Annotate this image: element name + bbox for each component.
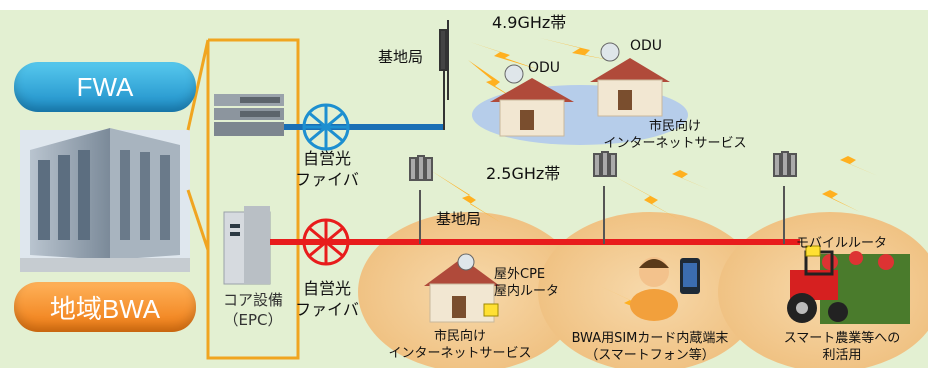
fwa-house-right [590, 42, 670, 117]
sim-device-label: BWA用SIMカード内蔵端末 （スマートフォン等） [571, 331, 729, 363]
core-equipment-label: コア設備 （EPC） [222, 291, 283, 329]
fiber-junction-red [302, 218, 350, 266]
smart-agri-tractor [787, 245, 910, 324]
regional-bwa-pill: 地域BWA [14, 282, 196, 332]
bwa-base-station-label: 基地局 [436, 210, 482, 228]
fwa-house-left [490, 64, 574, 137]
fwa-label: FWA [76, 71, 134, 102]
bwa-tower-2 [593, 151, 617, 244]
smartphone-user [630, 257, 700, 321]
regional-bwa-label: 地域BWA [49, 293, 161, 324]
bwa-service-label: 市民向け インターネットサービス [388, 329, 532, 361]
bwa-band-label: 2.5GHz帯 [486, 164, 561, 183]
epc-server [223, 206, 271, 285]
signal-bolts [430, 38, 878, 314]
fiber-junction-blue [302, 103, 350, 151]
core-bracket [206, 38, 300, 360]
cpe-label: 屋外CPE 屋内ルータ [494, 267, 560, 299]
top-band [0, 0, 928, 10]
odu-left-label: ODU [528, 60, 561, 76]
bwa-tower-3 [773, 151, 797, 244]
fwa-service-label: 市民向け インターネットサービス [603, 119, 747, 151]
mobile-router-label: モバイルルータ [796, 236, 888, 251]
fiber-bottom-label: 自営光 ファイバ [295, 279, 359, 319]
fwa-base-station-label: 基地局 [378, 48, 424, 66]
fwa-band-label: 4.9GHz帯 [492, 13, 567, 32]
odu-right-label: ODU [630, 38, 663, 54]
bwa-tower-1 [409, 155, 433, 244]
fwa-base-station-tower [439, 20, 449, 130]
network-switch [214, 94, 284, 136]
fwa-pill: FWA [14, 62, 196, 112]
fiber-top-label: 自営光 ファイバ [295, 149, 359, 189]
smart-agri-label: スマート農業等への 利活用 [783, 331, 901, 363]
data-center-building [20, 128, 190, 272]
bwa-house [424, 253, 500, 323]
